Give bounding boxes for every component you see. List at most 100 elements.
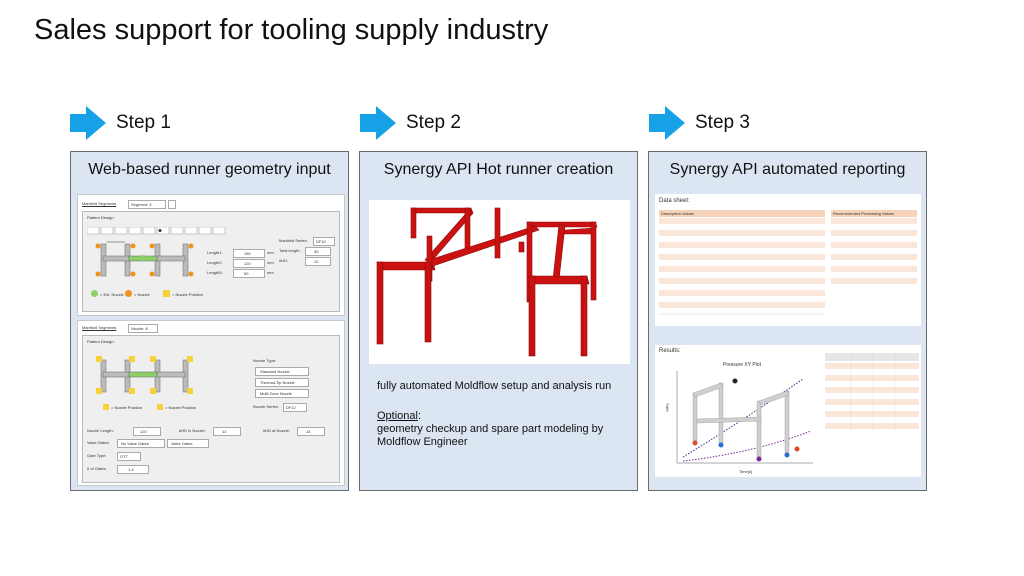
gate-type-label: Gate Type: xyxy=(87,453,107,458)
unit-label: mm xyxy=(267,260,274,265)
step-2-description: fully automated Moldflow setup and analy… xyxy=(377,380,612,392)
step-1-label: Step 1 xyxy=(116,112,171,133)
slide-title: Sales support for tooling supply industr… xyxy=(34,14,549,46)
nozzle-select[interactable]: Nozzle: 8 xyxy=(128,324,158,333)
arrow-right-icon xyxy=(360,106,396,140)
valve-gates-label: Valve Gates: xyxy=(87,440,110,445)
y-axis-label: MPa xyxy=(664,403,670,412)
ext-nozzle-legend-marker xyxy=(91,290,98,297)
hot-runner-model-image xyxy=(369,200,630,364)
manifold-series-select[interactable]: DF10 xyxy=(313,237,335,246)
nozzle-position-label: = Nozzle Position xyxy=(111,405,143,410)
hd2-nozzle-value: 14 xyxy=(306,429,311,434)
hd2-nozzle-input[interactable]: 14 xyxy=(297,427,325,436)
thermal-tip-option[interactable]: Thermal-Tip Nozzle xyxy=(255,378,309,387)
unit-label: mm xyxy=(267,250,274,255)
manifold-series-label: Manifold Series: xyxy=(279,238,308,243)
ext-nozzle-legend: = Ext. Nozzle xyxy=(100,292,124,297)
step-2-panel: Synergy API Hot runner creation xyxy=(359,151,638,491)
nozzle-length-label: Nozzle Length: xyxy=(87,428,114,433)
segment-select[interactable]: Segment: 3 xyxy=(128,200,166,209)
x-axis-label: Time[s] xyxy=(739,469,752,474)
step-1-panel: Web-based runner geometry input Manifold… xyxy=(70,151,349,491)
nozzle-legend-marker xyxy=(125,290,132,297)
length1-input[interactable]: 150 xyxy=(233,249,265,258)
hot-runner-3d-model xyxy=(376,207,598,357)
gate-type-value: OTT xyxy=(120,454,128,459)
arrow-right-icon xyxy=(649,106,685,140)
thermal-tip-label: Thermal-Tip Nozzle xyxy=(260,380,295,385)
valve-gates-option-label: Valve Gates xyxy=(171,441,193,446)
form-section-label: Manifold Segments xyxy=(82,201,117,206)
no-valve-gates-option[interactable]: No Valve Gates xyxy=(117,439,165,448)
num-gates-input[interactable]: 1.4 xyxy=(117,465,149,474)
multi-zone-label: Multi Zone Nozzle xyxy=(260,391,293,396)
arrow-right-icon xyxy=(70,106,106,140)
optional-text: geometry checkup and spare part modeling… xyxy=(377,423,604,448)
hd-nozzle-label: #HD in Nozzle: xyxy=(179,428,206,433)
total-length-label: Total length: xyxy=(279,248,301,253)
step-1-panel-title: Web-based runner geometry input xyxy=(88,161,331,178)
nozzle-select-value: Nozzle: 8 xyxy=(131,326,148,331)
description-header: Description Values xyxy=(661,211,695,216)
total-length-value: 30 xyxy=(314,249,319,254)
recommended-header: Recommended Processing Values xyxy=(833,211,895,216)
pattern-label-2: Pattern Design: xyxy=(87,339,115,344)
standard-nozzle-label: Standard Nozzle xyxy=(260,369,290,374)
nozzle-position-legend-marker xyxy=(163,290,170,297)
manifold-series-value: DF10 xyxy=(316,239,326,244)
standard-nozzle-option[interactable]: Standard Nozzle xyxy=(255,367,309,376)
multi-zone-option[interactable]: Multi Zone Nozzle xyxy=(255,389,309,398)
valve-gates-option[interactable]: Valve Gates xyxy=(167,439,209,448)
optional-label: Optional xyxy=(377,410,418,422)
nozzle-series-select[interactable]: DF12 xyxy=(283,403,307,412)
datasheet-label: Data sheet: xyxy=(659,198,690,204)
pattern-radio-row[interactable] xyxy=(86,222,247,235)
total-length-input[interactable]: 30 xyxy=(305,247,331,256)
nozzle-legend: = Nozzle xyxy=(134,292,150,297)
num-gates-value: 1.4 xyxy=(128,467,134,472)
step-2-header: Step 2 xyxy=(360,105,461,141)
nozzle-position-legend: = Nozzle Position xyxy=(172,292,204,297)
results-screenshot: Results: Pressure XY Plot Time[s] MPa xyxy=(655,345,921,477)
nozzle-series-value: DF12 xyxy=(286,405,296,410)
nozzle-length-input[interactable]: 120 xyxy=(133,427,161,436)
results-label: Results: xyxy=(659,348,681,354)
runner-form-screenshot-2: Manifold Segments Nozzle: 8 Pattern Desi… xyxy=(77,320,345,486)
hd-input[interactable]: 12 xyxy=(305,257,331,266)
hd-nozzle-input[interactable]: 12 xyxy=(213,427,241,436)
hd2-nozzle-label: #HD at Nozzle: xyxy=(263,428,290,433)
step-1-header: Step 1 xyxy=(70,105,171,141)
num-gates-label: # of Gates: xyxy=(87,466,107,471)
description-header-bg: Description Values xyxy=(659,210,825,217)
step-3-header: Step 3 xyxy=(649,105,750,141)
step-3-panel: Synergy API automated reporting Data she… xyxy=(648,151,927,491)
length3-label: Length3: xyxy=(207,270,223,275)
unit-label: mm xyxy=(267,270,274,275)
pattern-design-box: Pattern Design: xyxy=(82,211,340,312)
nozzle-position-marker-2 xyxy=(157,404,163,410)
no-valve-gates-label: No Valve Gates xyxy=(121,441,149,446)
step-2-label: Step 2 xyxy=(406,112,461,133)
h-pattern-diagram xyxy=(95,241,194,277)
nozzle-design-box: Pattern Design: Nozzle Type: Standard N xyxy=(82,335,340,483)
nozzle-position-marker xyxy=(103,404,109,410)
hd-label: #HD: xyxy=(279,258,289,263)
hd-value: 12 xyxy=(314,259,319,264)
add-segment-button[interactable] xyxy=(168,200,176,209)
optional-label-line: Optional: xyxy=(377,410,422,422)
length2-value: 120 xyxy=(244,261,251,266)
pressure-xy-plot xyxy=(676,371,813,464)
nozzle-pattern-diagram xyxy=(96,356,193,394)
form-section-label-2: Manifold Segments xyxy=(82,325,117,330)
pattern-label: Pattern Design: xyxy=(87,215,115,220)
length3-input[interactable]: 50 xyxy=(233,269,265,278)
length3-value: 50 xyxy=(244,271,249,276)
nozzle-length-value: 120 xyxy=(140,429,147,434)
gate-type-select[interactable]: OTT xyxy=(117,452,141,461)
nozzle-series-label: Nozzle Series: xyxy=(253,404,279,409)
plot-title: Pressure XY Plot xyxy=(723,362,761,368)
length2-input[interactable]: 120 xyxy=(233,259,265,268)
step-3-panel-title: Synergy API automated reporting xyxy=(669,161,906,178)
segment-select-value: Segment: 3 xyxy=(131,202,152,207)
